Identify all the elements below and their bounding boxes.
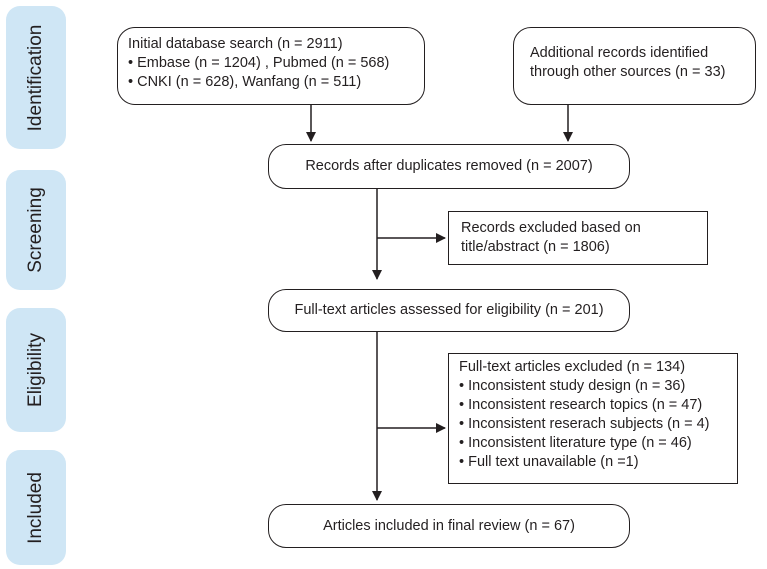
- phase-included: Included: [6, 450, 66, 565]
- fulltext-assessed-text: Full-text articles assessed for eligibil…: [294, 302, 604, 318]
- fulltext-excluded-item: • Inconsistent literature type (n = 46): [459, 435, 692, 451]
- included-box: Articles included in final review (n = 6…: [268, 504, 630, 548]
- initial-search-title: Initial database search (n = 2911): [128, 36, 343, 52]
- fulltext-excluded-item: • Inconsistent research topics (n = 47): [459, 397, 703, 413]
- phase-eligibility: Eligibility: [6, 308, 66, 432]
- initial-search-line-1: • Embase (n = 1204) , Pubmed (n = 568): [128, 55, 390, 71]
- fulltext-excluded-item: • Inconsistent study design (n = 36): [459, 378, 686, 394]
- initial-search-line-2: • CNKI (n = 628), Wanfang (n = 511): [128, 74, 362, 90]
- additional-records-line-2: through other sources (n = 33): [530, 64, 726, 80]
- initial-search-box: Initial database search (n = 2911) • Emb…: [117, 27, 425, 105]
- phase-screening: Screening: [6, 170, 66, 290]
- fulltext-excluded-item: • Inconsistent reserach subjects (n = 4): [459, 416, 710, 432]
- excluded-title-line-2: title/abstract (n = 1806): [461, 239, 610, 255]
- additional-records-line-1: Additional records identified: [530, 45, 709, 61]
- excluded-title-abstract-box: Records excluded based on title/abstract…: [448, 211, 708, 265]
- fulltext-excluded-item: • Full text unavailable (n =1): [459, 454, 639, 470]
- duplicates-removed-box: Records after duplicates removed (n = 20…: [268, 144, 630, 189]
- fulltext-excluded-title: Full-text articles excluded (n = 134): [459, 359, 686, 375]
- additional-records-box: Additional records identified through ot…: [513, 27, 756, 105]
- fulltext-assessed-box: Full-text articles assessed for eligibil…: [268, 289, 630, 332]
- phase-identification: Identification: [6, 6, 66, 149]
- duplicates-removed-text: Records after duplicates removed (n = 20…: [305, 158, 593, 174]
- excluded-title-line-1: Records excluded based on: [461, 220, 641, 236]
- included-text: Articles included in final review (n = 6…: [323, 517, 575, 534]
- fulltext-excluded-box: Full-text articles excluded (n = 134) • …: [448, 353, 738, 484]
